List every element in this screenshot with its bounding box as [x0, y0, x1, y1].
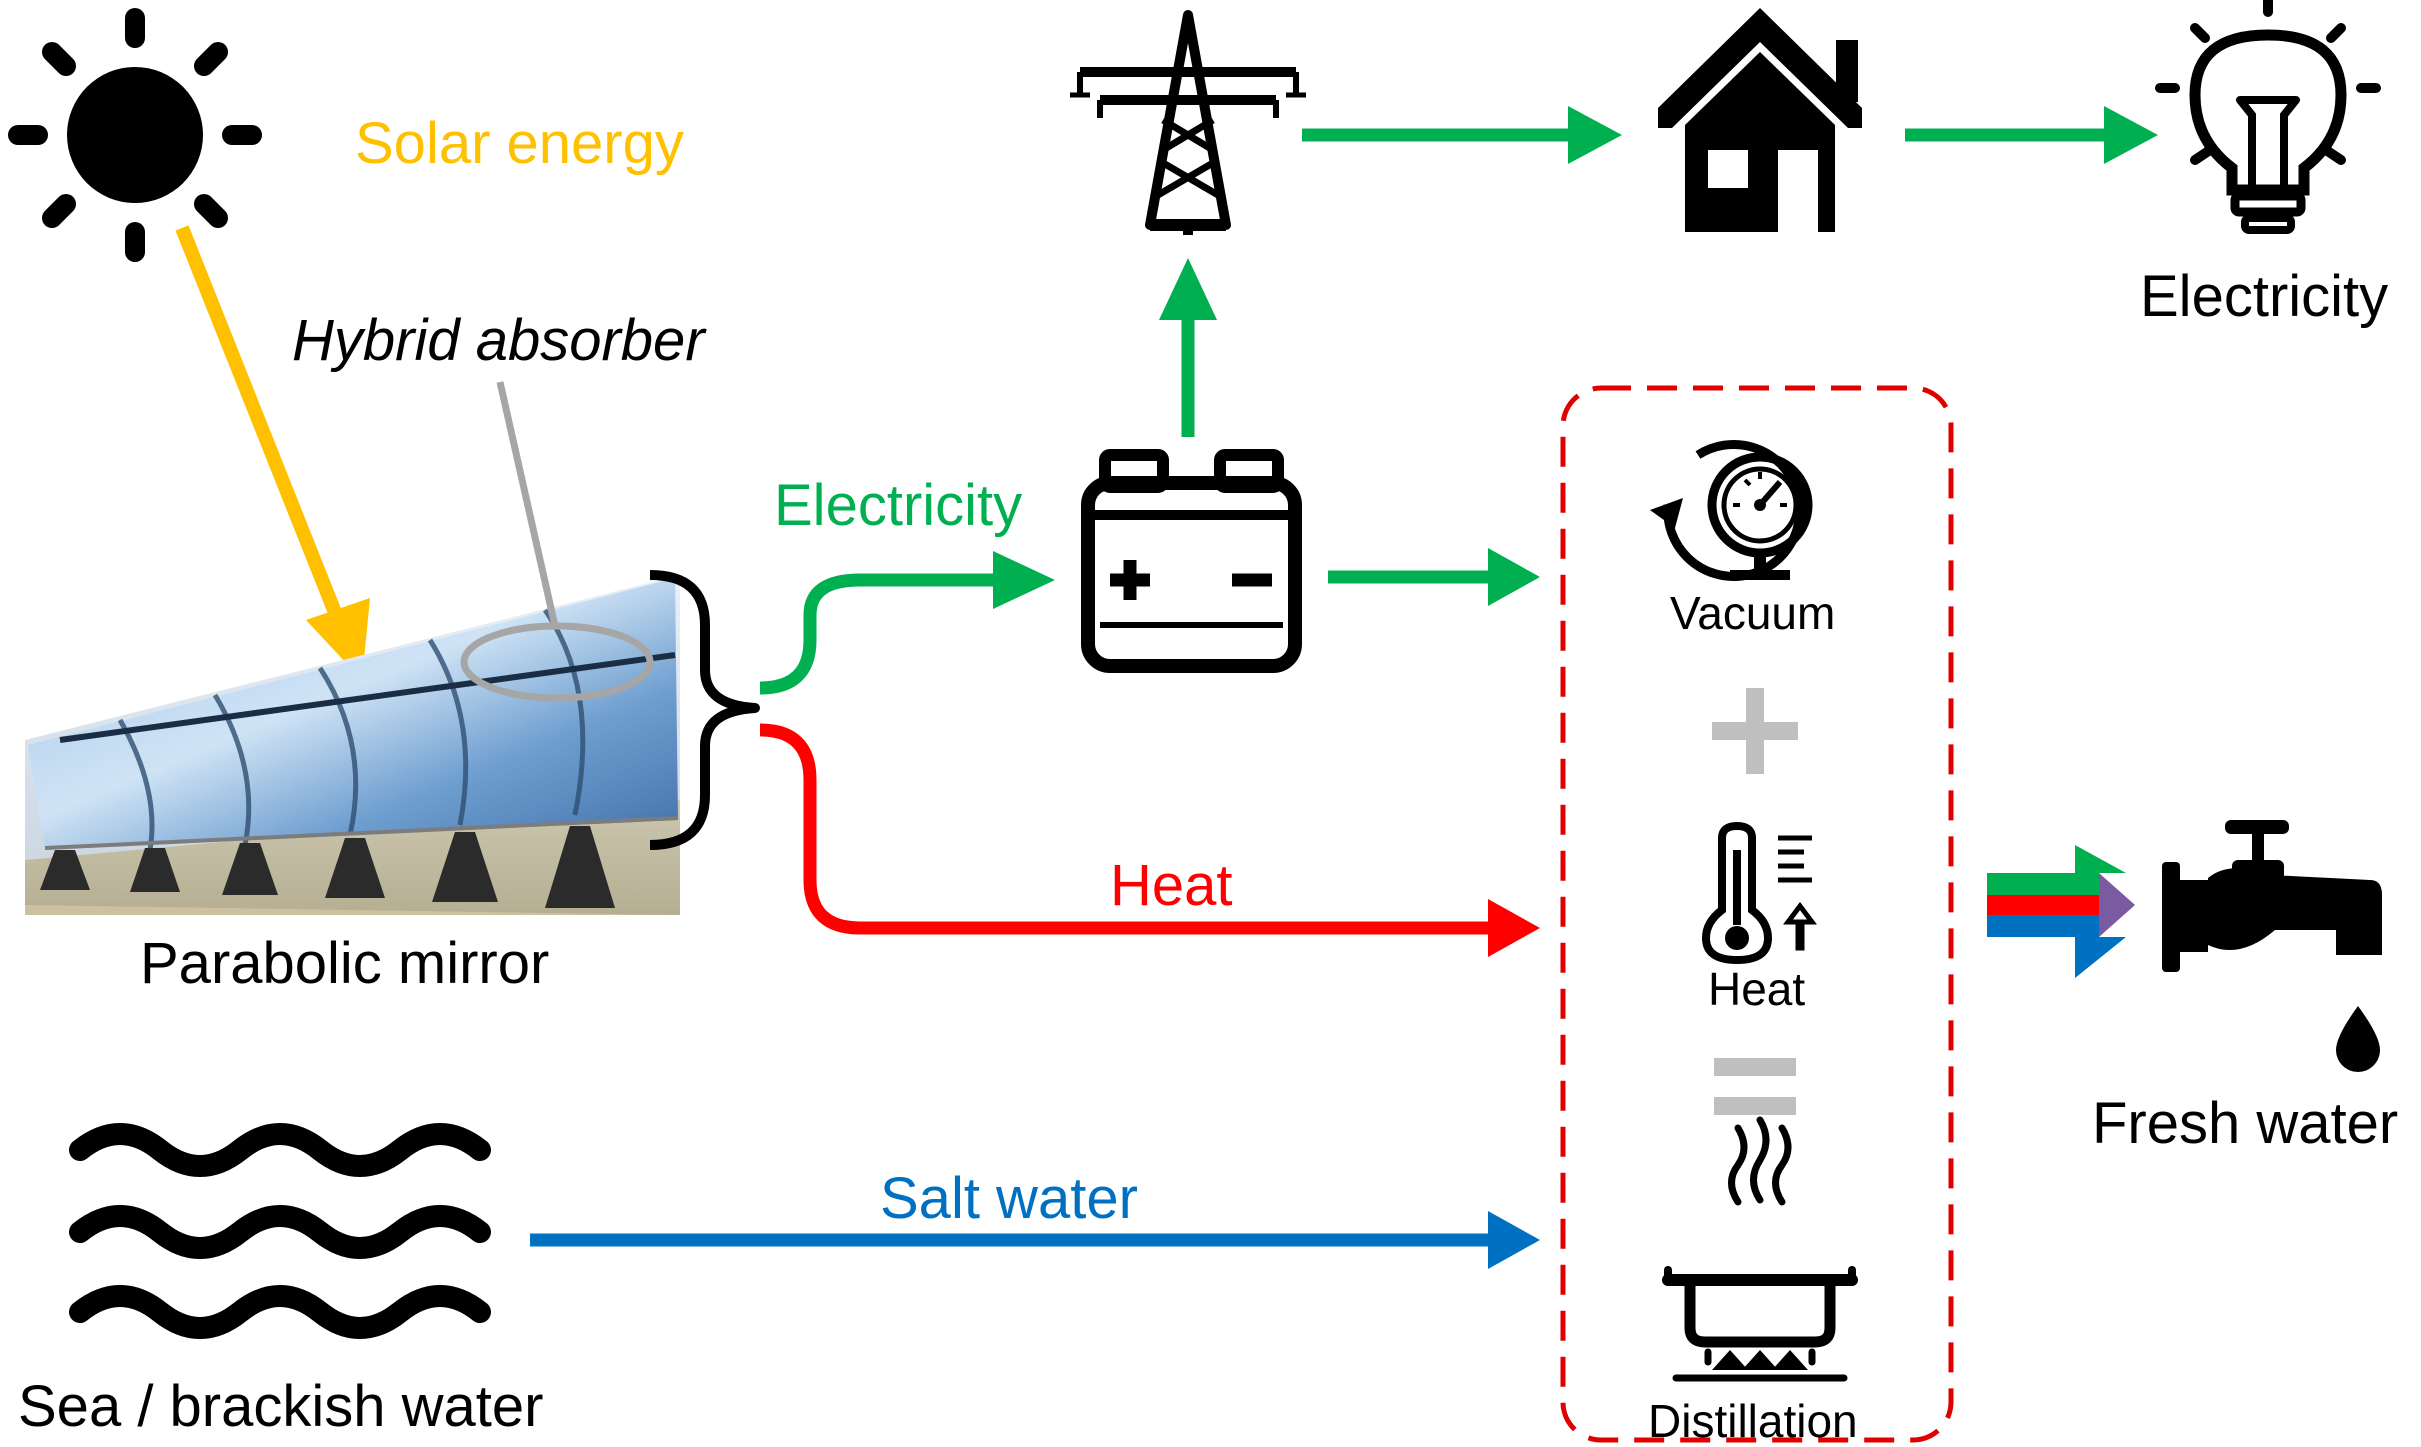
salt-water-arrow — [530, 1211, 1540, 1269]
hybrid-absorber-pointer — [460, 381, 654, 702]
house-icon — [1658, 8, 1862, 232]
salt-water-label: Salt water — [880, 1166, 1138, 1231]
sea-water-label: Sea / brackish water — [18, 1374, 544, 1439]
vacuum-label: Vacuum — [1670, 587, 1836, 639]
battery-to-process-arrow — [1328, 548, 1540, 606]
heat-branch-arrow — [759, 723, 1540, 957]
electricity-output-label: Electricity — [2140, 264, 2389, 329]
power-tower-icon — [1070, 10, 1306, 235]
parabolic-mirror-label: Parabolic mirror — [140, 931, 550, 996]
heat-item-label: Heat — [1708, 963, 1806, 1015]
house-to-bulb-arrow — [1905, 106, 2158, 164]
solar-ray-arrow — [175, 225, 370, 680]
sun-icon — [8, 8, 262, 262]
thermometer-icon — [1701, 821, 1817, 965]
process-box — [1560, 385, 1954, 1443]
hybrid-absorber-label: Hybrid absorber — [292, 308, 705, 373]
curly-brace — [649, 570, 760, 850]
battery-to-tower-arrow — [1159, 258, 1217, 437]
plus-operator — [1712, 688, 1798, 774]
waves-icon — [69, 1123, 491, 1339]
distillation-pot-icon — [1662, 1116, 1858, 1382]
battery-icon — [1081, 449, 1302, 673]
tower-to-house-arrow — [1302, 106, 1622, 164]
vacuum-gauge-icon — [1650, 440, 1813, 581]
parabolic-mirror-image — [25, 575, 680, 915]
electricity-branch-arrow — [759, 551, 1055, 695]
heat-branch-label: Heat — [1110, 853, 1233, 918]
electricity-branch-label: Electricity — [774, 473, 1023, 538]
distillation-label: Distillation — [1648, 1395, 1858, 1447]
water-tap-icon — [2162, 820, 2382, 1072]
fresh-water-label: Fresh water — [2092, 1091, 2399, 1156]
output-arrow — [1987, 845, 2135, 978]
solar-energy-label: Solar energy — [355, 111, 684, 176]
light-bulb-icon — [2155, 0, 2381, 234]
equals-operator — [1714, 1058, 1796, 1115]
